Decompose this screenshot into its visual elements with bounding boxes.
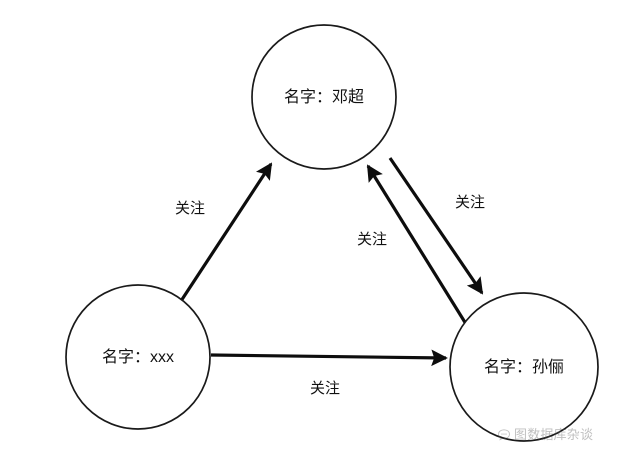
edge-label-sunli-to-dengchao: 关注 xyxy=(357,231,387,248)
edge-sunli-to-dengchao xyxy=(366,164,468,325)
edge-label-xxx-to-dengchao: 关注 xyxy=(175,200,205,217)
watermark-text: 图数据库杂谈 xyxy=(514,427,594,442)
node-xxx-label: 名字：xxx xyxy=(102,348,174,366)
node-dengchao[interactable] xyxy=(251,24,397,170)
edge-xxx-to-sunli xyxy=(210,349,448,367)
watermark: 图数据库杂谈 xyxy=(497,428,593,442)
node-sunli-label: 名字：孙俪 xyxy=(484,358,564,376)
edge-dengchao-to-sunli xyxy=(388,157,484,295)
edge-label-dengchao-to-sunli: 关注 xyxy=(455,194,485,211)
node-sunli[interactable] xyxy=(449,292,599,442)
chat-bubble-logo-icon xyxy=(498,429,510,441)
edge-xxx-to-dengchao xyxy=(179,162,273,302)
node-xxx[interactable] xyxy=(65,284,211,430)
node-dengchao-label: 名字：邓超 xyxy=(284,88,364,106)
edge-label-xxx-to-sunli: 关注 xyxy=(310,380,340,397)
